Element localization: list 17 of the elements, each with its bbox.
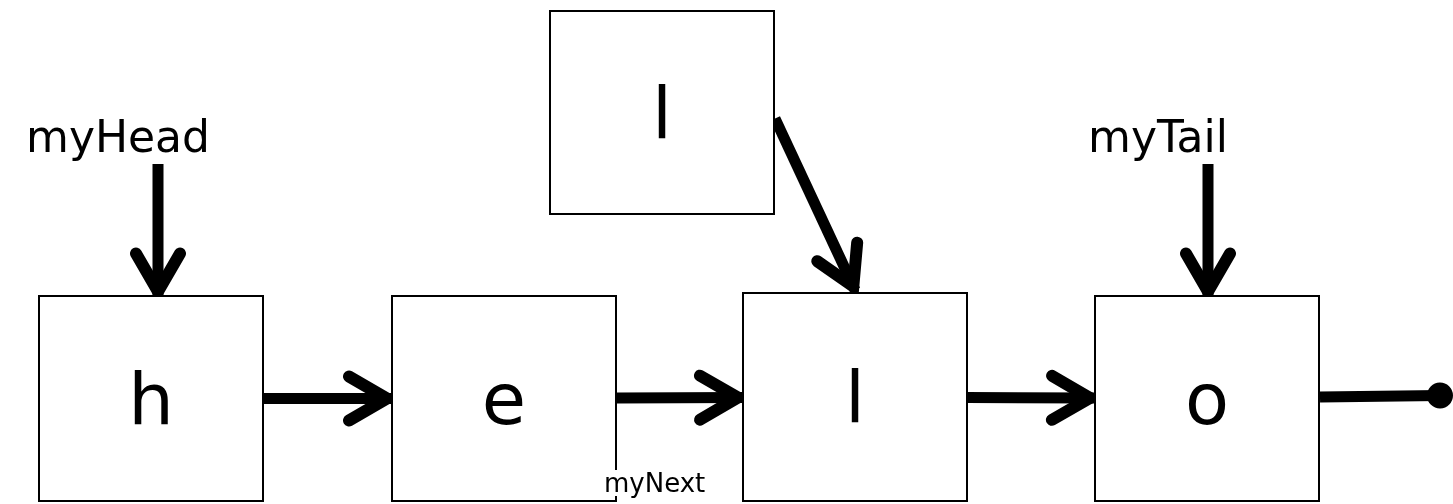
node-box [549, 10, 775, 215]
arrow [1180, 164, 1236, 298]
node-letter: h [128, 362, 174, 435]
arrow [130, 164, 186, 298]
node-box [742, 292, 968, 502]
node-box [38, 295, 264, 502]
node-letter: e [481, 362, 527, 435]
arrow [616, 369, 744, 426]
node-box [1094, 295, 1320, 502]
node-letter: o [1184, 362, 1230, 435]
arrow [968, 369, 1096, 426]
arrow [264, 370, 393, 427]
edge-label: myNext [603, 470, 707, 496]
node-letter: l [652, 76, 672, 149]
pointer-label: myHead [8, 112, 228, 162]
node-letter: l [845, 361, 865, 433]
pointer-label: myTail [1060, 112, 1256, 162]
